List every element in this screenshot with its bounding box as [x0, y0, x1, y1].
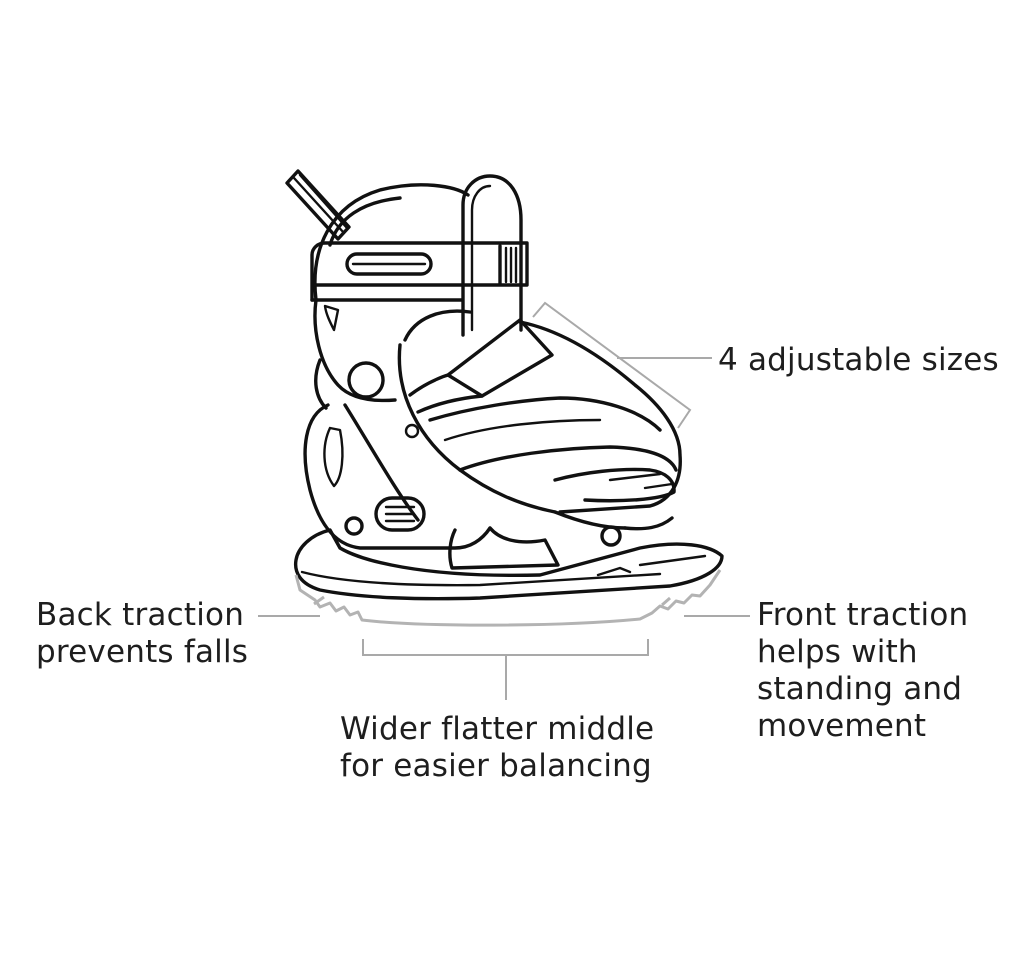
sole-plate — [293, 528, 724, 601]
callout-adjustable-sizes: 4 adjustable sizes — [718, 342, 999, 379]
cuff-shell — [313, 183, 470, 302]
top-strap — [310, 241, 529, 302]
middle-bracket — [362, 639, 649, 656]
toe-cap — [428, 320, 682, 514]
traction-sole — [294, 569, 722, 627]
callout-line: for easier balancing — [340, 748, 652, 784]
callout-line: Wider flatter middle — [340, 711, 655, 747]
callout-line: movement — [757, 708, 927, 744]
callout-wider-middle: Wider flatter middle for easier balancin… — [340, 711, 654, 785]
callout-line: 4 adjustable sizes — [718, 342, 999, 378]
callout-line: prevents falls — [36, 634, 249, 670]
ice-skate-illustration — [285, 169, 724, 627]
callout-line: Front traction — [757, 597, 969, 633]
tongue — [461, 174, 523, 337]
callout-line: helps with — [757, 634, 918, 670]
heel-shell — [303, 403, 492, 550]
pull-strap — [285, 169, 351, 241]
callout-leaders — [258, 301, 750, 700]
callout-line: Back traction — [36, 597, 245, 633]
callout-front-traction: Front traction helps with standing and m… — [757, 597, 968, 745]
callout-back-traction: Back traction prevents falls — [36, 597, 248, 671]
back-upper — [313, 298, 397, 410]
sizes-bracket — [532, 301, 692, 429]
callout-line: standing and — [757, 671, 963, 707]
lower-frame — [448, 510, 674, 570]
instep-strap — [408, 318, 554, 414]
